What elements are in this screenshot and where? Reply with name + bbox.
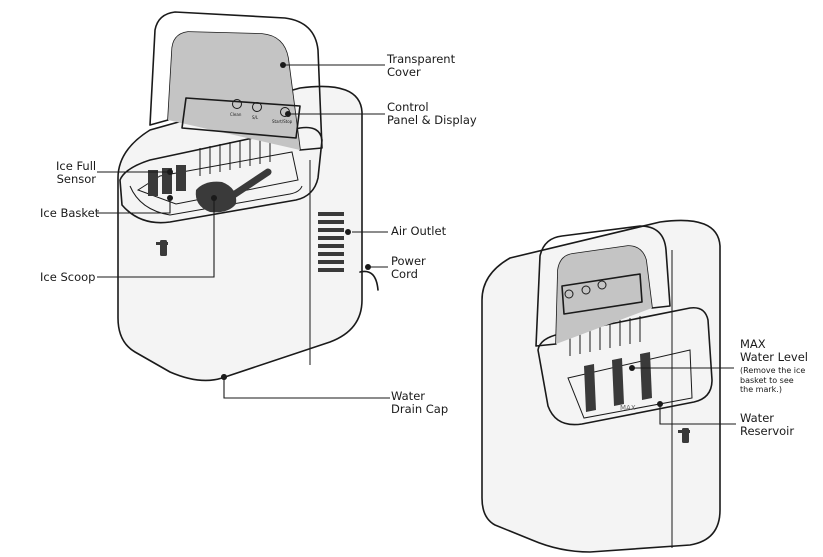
label-transparent-cover: Transparent Cover [387, 52, 456, 79]
control-panel-shape: Clean S/L Start/Stop [181, 97, 301, 139]
transparent-cover-shape [149, 11, 323, 151]
panel-button-label: Start/Stop [272, 119, 293, 124]
label-ice-scoop: Ice Scoop [40, 270, 96, 284]
label-control-panel: Control Panel & Display [387, 100, 477, 127]
ice-full-sensor-shape [148, 165, 186, 196]
label-ice-basket: Ice Basket [40, 206, 100, 220]
panel-button-label: Clean [230, 112, 242, 117]
label-air-outlet: Air Outlet [391, 224, 447, 238]
tt-logo-icon [678, 428, 690, 443]
leader-lines [97, 62, 736, 425]
ice-maker-right: MAX [481, 219, 721, 553]
power-cord-shape [359, 270, 379, 291]
label-ice-full-sensor: Ice Full Sensor [56, 159, 97, 186]
label-power-cord: Power Cord [391, 254, 426, 281]
label-max-water-level: MAX Water Level [740, 337, 809, 364]
tt-logo-icon [156, 240, 168, 256]
label-water-drain-cap: Water Drain Cap [391, 389, 449, 416]
ice-maker-left: Clean S/L Start/Stop [117, 11, 379, 382]
panel-button-label: S/L [252, 115, 259, 120]
label-water-reservoir: Water Reservoir [740, 411, 795, 438]
max-mark-text: MAX [620, 404, 636, 412]
label-max-water-level-note: (Remove the ice basket to see the mark.) [740, 366, 806, 394]
air-outlet-vents [318, 212, 344, 272]
